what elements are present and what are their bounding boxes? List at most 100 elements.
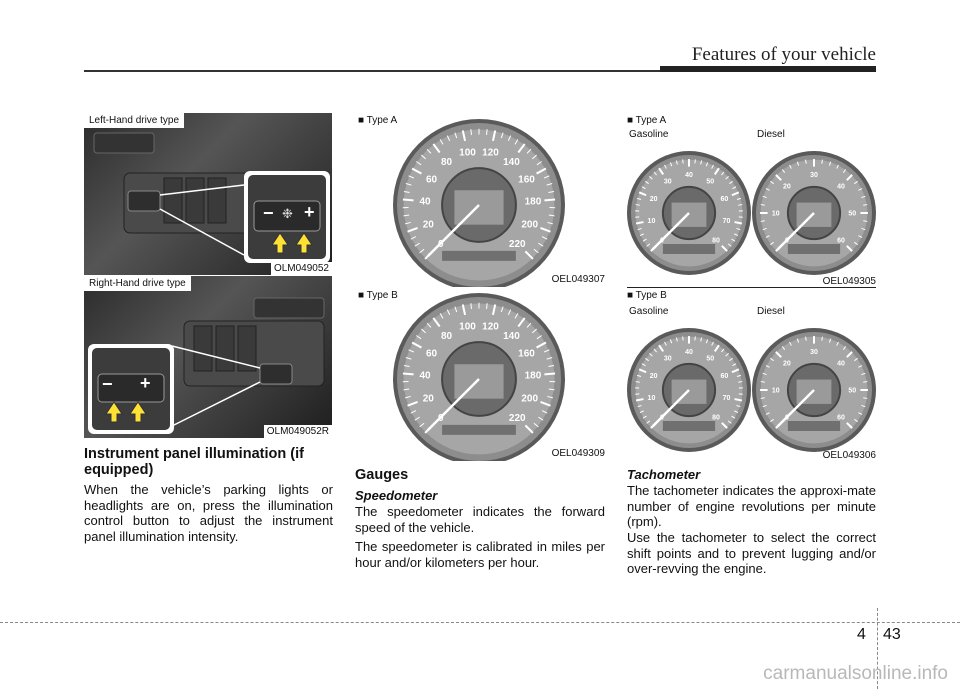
rhd-code: OLM049052R <box>263 425 332 438</box>
gauge-tick-label: 10 <box>772 387 780 394</box>
speedo-a-code: OEL049307 <box>551 274 605 285</box>
gauge-tick <box>639 233 644 237</box>
gauge-tick <box>402 372 414 376</box>
tacho-b-gasoline-label: Gasoline <box>629 306 669 317</box>
illumination-body: When the vehicle’s parking lights or hea… <box>84 482 333 544</box>
gauge-needle <box>777 212 815 250</box>
gauge-tick-label: 220 <box>509 239 526 250</box>
gauge-tick <box>705 339 709 344</box>
speedometer-type-a-figure: ■ Type A 020406080100120140160180200220k… <box>354 113 605 287</box>
gauge-tick <box>548 364 555 367</box>
gauge-tick-label: 140 <box>503 157 520 168</box>
gauge-tick <box>760 204 765 206</box>
footer-rule <box>0 622 960 623</box>
gauge-tick <box>635 398 644 402</box>
gauge-tick-label: 30 <box>664 179 672 186</box>
gauge-tick <box>461 130 467 142</box>
lhd-drawing <box>93 132 330 263</box>
gauge-needle <box>652 212 690 250</box>
gauge-display <box>454 190 504 225</box>
gauge-tick <box>517 317 526 328</box>
gauge-tick-label: 20 <box>783 360 791 367</box>
speedometer-subheading: Speedometer <box>355 488 438 503</box>
gauge-tick-label: 20 <box>423 393 435 404</box>
gauge-tick <box>408 349 415 353</box>
gauge-tick <box>846 174 853 181</box>
gauge-tick <box>805 336 807 341</box>
gauge-tick <box>762 372 767 376</box>
gauge-tick <box>514 313 519 319</box>
rhd-arrow-plus <box>129 401 147 423</box>
tacho-b-diesel-label: Diesel <box>757 306 785 317</box>
lhd-switch-plus: + <box>304 202 315 222</box>
gauge-tick <box>775 351 782 358</box>
gauge-tick <box>635 204 640 206</box>
gauge-tick <box>725 176 729 180</box>
gauge-tick <box>646 243 651 247</box>
gauge-tick <box>403 364 410 367</box>
gauge-tick <box>405 357 412 360</box>
gauge-tick <box>454 132 458 139</box>
gauge-tick <box>713 344 720 352</box>
watermark: carmanualsonline.info <box>763 663 948 684</box>
gauge-tick <box>421 154 427 160</box>
gauge-tick <box>426 148 432 154</box>
gauge-tick <box>540 226 551 233</box>
gauge-tick-label: 60 <box>426 349 438 360</box>
gauge-tick <box>770 241 774 246</box>
gauge-tick-label: 200 <box>521 393 538 404</box>
gauge-tick-label: 60 <box>720 373 728 380</box>
gauge-tick <box>721 422 728 429</box>
gauge-tick <box>531 328 537 334</box>
gauge-tick-label: 60 <box>837 238 845 245</box>
gauge-tick <box>700 160 703 165</box>
gauge-tick-label: 100 <box>459 148 476 159</box>
gauge-tick <box>543 349 550 353</box>
gauge-tick <box>658 344 665 352</box>
gauge-tick <box>736 227 741 231</box>
gauge-tick-label: 60 <box>720 196 728 203</box>
speedo-b-type: ■ Type B <box>358 290 398 301</box>
tacho-b-code: OEL049306 <box>822 450 876 461</box>
gauge-tick <box>439 313 444 319</box>
gauge-tick <box>762 195 767 199</box>
gauge-tick <box>760 397 765 399</box>
gauge-tick <box>507 135 512 142</box>
gauge-tick-label: 40 <box>419 197 431 208</box>
gauge-tick <box>405 183 412 186</box>
gauge-tick <box>421 328 427 334</box>
gauge-needle <box>652 389 690 427</box>
gauge-tick <box>729 180 733 185</box>
tachometer-type-b-figure: ■ Type B Gasoline Diesel 010203040506070… <box>627 288 876 461</box>
lhd-illustration: Left-Hand drive type − + ❉ OLM049052 <box>84 113 332 275</box>
gauge-needle <box>427 204 480 257</box>
gauge-needle <box>777 389 815 427</box>
gauge-tick <box>546 183 553 186</box>
gauge-tick <box>725 353 729 357</box>
gauge-tick <box>732 186 737 190</box>
gauge-tick <box>861 227 866 231</box>
gauge-tick <box>734 233 739 237</box>
tachometer-a-diesel: 01020304050601/min x100 <box>752 151 876 275</box>
gauge-tick <box>765 365 770 368</box>
gauge-tick-label: 80 <box>441 157 453 168</box>
gauge-tick <box>854 418 858 423</box>
gauge-tick <box>675 337 678 342</box>
gauge-tick <box>507 309 512 316</box>
gauge-tick <box>642 415 647 419</box>
gauge-tick <box>546 357 553 360</box>
gauge-tick <box>637 227 642 231</box>
gauge-tick <box>410 236 417 240</box>
gauge-tick <box>635 221 644 225</box>
gauge-tick <box>731 238 736 242</box>
gauge-tick <box>705 162 709 167</box>
gauge-tick <box>736 374 742 377</box>
gauge-tick <box>846 422 853 429</box>
rhd-illustration: Right-Hand drive type − + OLM049052R <box>84 276 332 438</box>
gauge-tick <box>646 420 651 424</box>
tacho-a-gasoline-label: Gasoline <box>629 129 669 140</box>
gauge-tick <box>407 400 418 407</box>
gauge-tick <box>765 235 770 238</box>
tachometer-para-1: The tachometer indicates the approxi-mat… <box>627 483 876 529</box>
rhd-arrow-minus <box>105 401 123 423</box>
